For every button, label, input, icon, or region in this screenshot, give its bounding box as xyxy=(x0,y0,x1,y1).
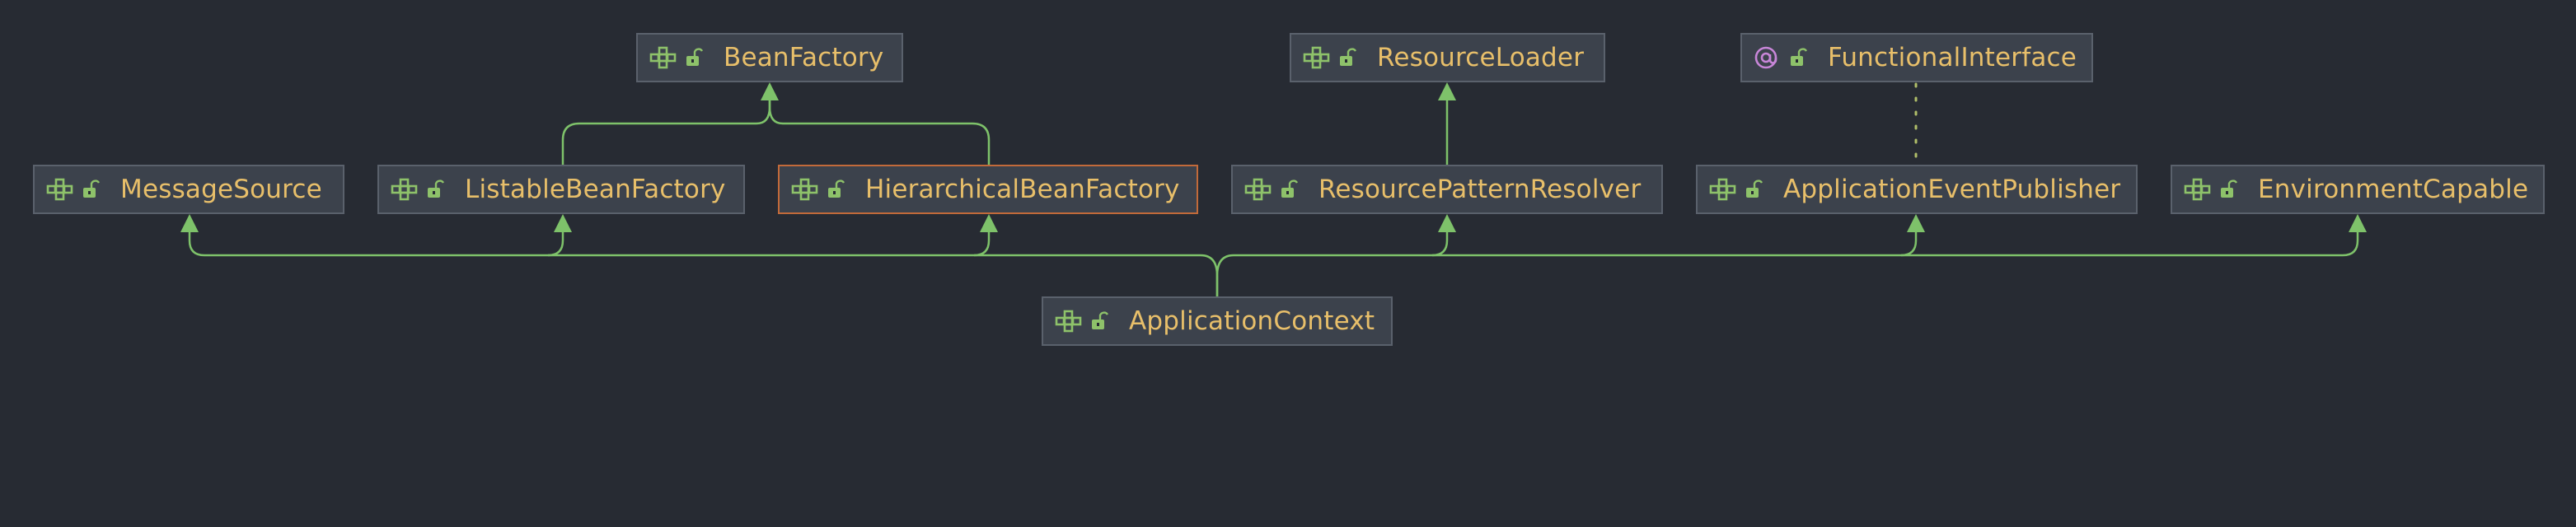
interface-icon xyxy=(649,46,677,69)
node-label: FunctionalInterface xyxy=(1828,43,2077,72)
node-applicationcontext[interactable]: ApplicationContext xyxy=(1042,296,1393,346)
interface-icon xyxy=(46,178,74,201)
edge-hierarchicalbeanfactory-to-beanfactory xyxy=(768,92,991,165)
node-resourcepatternresolver[interactable]: ResourcePatternResolver xyxy=(1231,165,1663,214)
node-label: ResourceLoader xyxy=(1377,43,1585,72)
interface-icon xyxy=(1709,178,1737,201)
node-label: EnvironmentCapable xyxy=(2258,175,2529,204)
interface-icon xyxy=(1055,310,1083,333)
node-listablebeanfactory[interactable]: ListableBeanFactory xyxy=(377,165,745,214)
lock-open-icon xyxy=(82,180,101,199)
arrowhead-environmentcapable xyxy=(2349,214,2367,232)
lock-open-icon xyxy=(2220,180,2238,199)
interface-icon xyxy=(2184,178,2212,201)
node-hierarchicalbeanfactory[interactable]: HierarchicalBeanFactory xyxy=(778,165,1198,214)
interface-icon xyxy=(391,178,419,201)
node-label: ListableBeanFactory xyxy=(465,175,726,204)
edge-applicationcontext-to-environmentcapable xyxy=(1215,224,2359,296)
node-label: HierarchicalBeanFactory xyxy=(865,175,1180,204)
lock-open-icon xyxy=(827,180,845,199)
node-label: ResourcePatternResolver xyxy=(1318,175,1642,204)
lock-open-icon xyxy=(1281,180,1299,199)
node-label: ApplicationEventPublisher xyxy=(1783,175,2121,204)
node-environmentcapable[interactable]: EnvironmentCapable xyxy=(2171,165,2545,214)
arrowhead-resourcepatternresolver xyxy=(1438,214,1456,232)
lock-open-icon xyxy=(1339,48,1357,68)
node-messagesource[interactable]: MessageSource xyxy=(33,165,344,214)
arrowhead-listablebeanfactory xyxy=(554,214,572,232)
lock-open-icon xyxy=(1091,311,1109,331)
annotation-at-icon xyxy=(1754,45,1782,70)
lock-open-icon xyxy=(427,180,445,199)
node-label: MessageSource xyxy=(120,175,322,204)
interface-icon xyxy=(1244,178,1272,201)
node-functionalinterface[interactable]: FunctionalInterface xyxy=(1740,33,2093,82)
node-label: ApplicationContext xyxy=(1129,306,1375,336)
node-applicationeventpublisher[interactable]: ApplicationEventPublisher xyxy=(1696,165,2138,214)
lock-open-icon xyxy=(1745,180,1763,199)
edge-applicationcontext-to-listablebeanfactory xyxy=(547,224,564,257)
node-resourceloader[interactable]: ResourceLoader xyxy=(1290,33,1605,82)
edge-applicationcontext-to-hierarchicalbeanfactory xyxy=(973,224,991,257)
edge-listablebeanfactory-to-beanfactory xyxy=(561,92,771,165)
lock-open-icon xyxy=(1790,48,1808,68)
arrowhead-applicationeventpublisher xyxy=(1907,214,1925,232)
node-label: BeanFactory xyxy=(724,43,884,72)
arrowhead-resourceloader xyxy=(1438,82,1456,100)
edge-applicationcontext-to-applicationeventpublisher xyxy=(1900,224,1918,257)
interface-icon xyxy=(791,178,819,201)
arrowhead-messagesource xyxy=(180,214,199,232)
edge-applicationcontext-to-messagesource xyxy=(188,224,1219,296)
node-beanfactory[interactable]: BeanFactory xyxy=(636,33,903,82)
lock-open-icon xyxy=(686,48,704,68)
edge-applicationcontext-to-resourcepatternresolver xyxy=(1431,224,1449,257)
interface-icon xyxy=(1303,46,1331,69)
arrowhead-beanfactory xyxy=(761,82,779,100)
arrowhead-hierarchicalbeanfactory xyxy=(980,214,998,232)
